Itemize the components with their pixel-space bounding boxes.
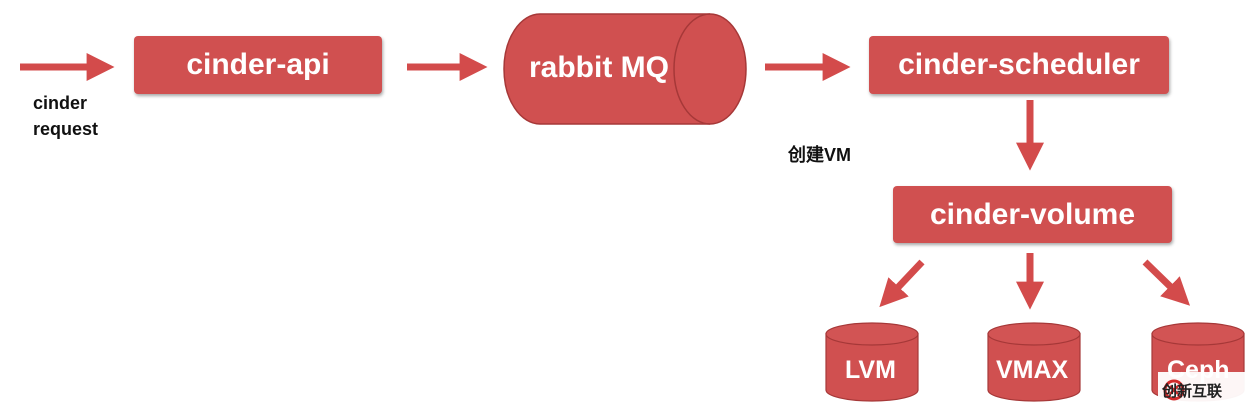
cinder-volume-label: cinder-volume [929, 197, 1136, 231]
arrow-volume-to-lvm [879, 259, 925, 308]
storage-cylinder-vmax [987, 322, 1081, 402]
storage-cylinder-lvm [825, 322, 919, 402]
cinder-scheduler-label: cinder-scheduler [898, 48, 1140, 81]
cinder-request-line-1: cinder [33, 93, 88, 113]
cinder-request-label: cinder request [33, 90, 98, 142]
rabbit-mq-cylinder [503, 13, 747, 125]
storage-label-lvm: LVM [845, 356, 896, 384]
cinder-scheduler-node: cinder-scheduler [869, 36, 1169, 94]
storage-label-vmax: VMAX [996, 356, 1069, 384]
cinder-request-line-2: request [33, 119, 99, 139]
watermark-logo-icon [1163, 379, 1185, 401]
watermark-badge: 创新互联 [1158, 372, 1260, 408]
rabbit-mq-label: rabbit MQ [529, 51, 669, 84]
watermark-text: 创新互联 [1162, 382, 1223, 400]
cinder-api-label: cinder-api [186, 48, 330, 81]
cinder-api-node: cinder-api [134, 36, 382, 94]
cinder-volume-node: cinder-volume [893, 186, 1172, 243]
arrow-volume-to-ceph [1142, 259, 1191, 306]
create-vm-label: 创建VM [788, 145, 851, 165]
